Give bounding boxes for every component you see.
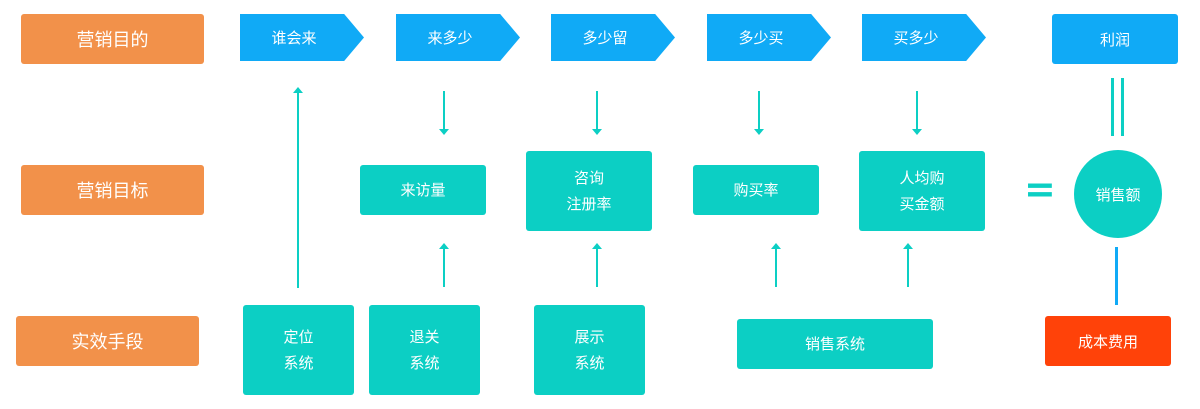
target-inquiry: 咨询 注册率 <box>526 151 652 231</box>
connector-line <box>596 249 598 287</box>
minus-line <box>1115 247 1118 305</box>
purpose-step-how-many-stay: 多少留 <box>551 14 675 61</box>
purpose-step-how-much-buy: 买多少 <box>862 14 986 61</box>
connector-line <box>297 93 299 288</box>
arrow-head-up <box>293 87 303 93</box>
target-avg-amount-line: 买金额 <box>899 195 945 213</box>
target-avg-amount: 人均购 买金额 <box>859 151 985 231</box>
means-line: 系统 <box>409 354 440 372</box>
purpose-step-label: 多少买 <box>738 29 784 47</box>
arrow-head-down <box>439 129 449 135</box>
means-retention-system: 退关 系统 <box>369 305 480 395</box>
arrow-head-up <box>592 243 602 249</box>
purpose-step-how-many-come: 来多少 <box>396 14 520 61</box>
target-avg-amount-line: 人均购 <box>899 169 945 187</box>
arrow-head-up <box>439 243 449 249</box>
connector-line <box>916 91 918 129</box>
target-visits: 来访量 <box>360 165 486 215</box>
purpose-step-label: 多少留 <box>582 29 628 47</box>
means-line: 定位 <box>283 328 314 346</box>
arrow-head-up <box>903 243 913 249</box>
sales-circle: 销售额 <box>1074 150 1162 238</box>
connector-line <box>907 249 909 287</box>
means-line: 系统 <box>574 354 605 372</box>
target-purchase-rate: 购买率 <box>693 165 819 215</box>
cost-box: 成本费用 <box>1045 316 1171 366</box>
means-line: 系统 <box>283 354 314 372</box>
arrow-head-down <box>754 129 764 135</box>
means-line: 退关 <box>409 328 440 346</box>
target-inquiry-line: 注册率 <box>566 195 612 213</box>
connector-line <box>758 91 760 129</box>
means-sales-system: 销售系统 <box>737 319 933 369</box>
purpose-step-label: 来多少 <box>427 29 473 47</box>
row-label-means: 实效手段 <box>16 316 199 366</box>
connector-line <box>443 91 445 129</box>
arrow-head-down <box>592 129 602 135</box>
target-inquiry-line: 咨询 <box>573 169 604 187</box>
row-label-purpose: 营销目的 <box>21 14 204 64</box>
arrow-head-up <box>771 243 781 249</box>
equals-sign: = <box>1024 167 1056 211</box>
profit-box: 利润 <box>1052 14 1178 64</box>
equality-bar <box>1111 78 1114 136</box>
means-positioning-system: 定位 系统 <box>243 305 354 395</box>
equality-bar <box>1121 78 1124 136</box>
purpose-step-label: 买多少 <box>893 29 939 47</box>
purpose-step-how-many-buy: 多少买 <box>707 14 831 61</box>
means-display-system: 展示 系统 <box>534 305 645 395</box>
connector-line <box>775 249 777 287</box>
purpose-step-who: 谁会来 <box>240 14 364 61</box>
connector-line <box>443 249 445 287</box>
means-line: 展示 <box>574 328 605 346</box>
connector-line <box>596 91 598 129</box>
arrow-head-down <box>912 129 922 135</box>
purpose-step-label: 谁会来 <box>271 29 317 47</box>
row-label-target: 营销目标 <box>21 165 204 215</box>
